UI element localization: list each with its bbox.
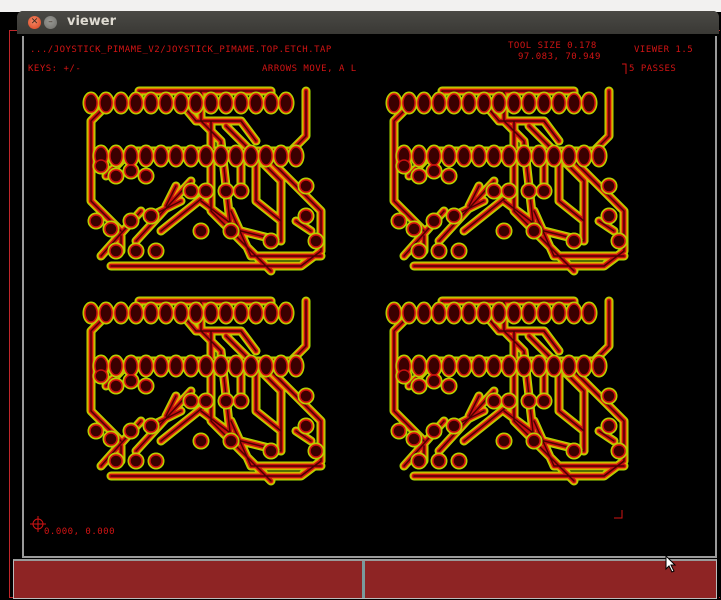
pcb-drawing	[30, 63, 715, 532]
pcb-board-top-left	[85, 91, 322, 271]
pcb-board-bottom-left	[85, 301, 322, 481]
pcb-board-top-right	[388, 91, 625, 271]
pcb-board-bottom-right	[388, 301, 625, 481]
window-title: viewer	[67, 14, 116, 29]
file-path-label: .../JOYSTICK_PIMAME_V2/JOYSTICK_PIMAME.T…	[30, 45, 332, 55]
keys-help-label: KEYS: +/-	[28, 64, 82, 74]
close-button[interactable]: ✕	[28, 16, 41, 29]
viewer-window: ✕ – viewer	[13, 11, 719, 600]
status-bar	[13, 559, 717, 599]
desktop-top-strip	[0, 0, 721, 12]
title-bar[interactable]: ✕ – viewer	[17, 11, 719, 34]
passes-label: 5 PASSES	[629, 64, 677, 74]
origin-coords-label: 0.000, 0.000	[44, 527, 116, 537]
status-bar-divider[interactable]	[362, 561, 365, 598]
version-label: VIEWER 1.5	[634, 45, 694, 55]
keys-help-label-mid: ARROWS MOVE, A L	[262, 64, 357, 74]
origin-crosshair-icon	[30, 516, 46, 532]
minimize-button[interactable]: –	[44, 16, 57, 29]
extent-corner-marker	[614, 510, 623, 519]
minimize-icon: –	[48, 17, 53, 27]
pcb-viewer-canvas[interactable]: .../JOYSTICK_PIMAME_V2/JOYSTICK_PIMAME.T…	[22, 36, 717, 558]
mouse-pointer-icon	[665, 555, 677, 573]
tool-size-label: TOOL SIZE 0.178	[508, 41, 597, 51]
close-icon: ✕	[30, 17, 39, 27]
extent-corner-marker-top	[622, 63, 627, 74]
cursor-coords-readout: 97.083, 70.949	[518, 52, 601, 62]
